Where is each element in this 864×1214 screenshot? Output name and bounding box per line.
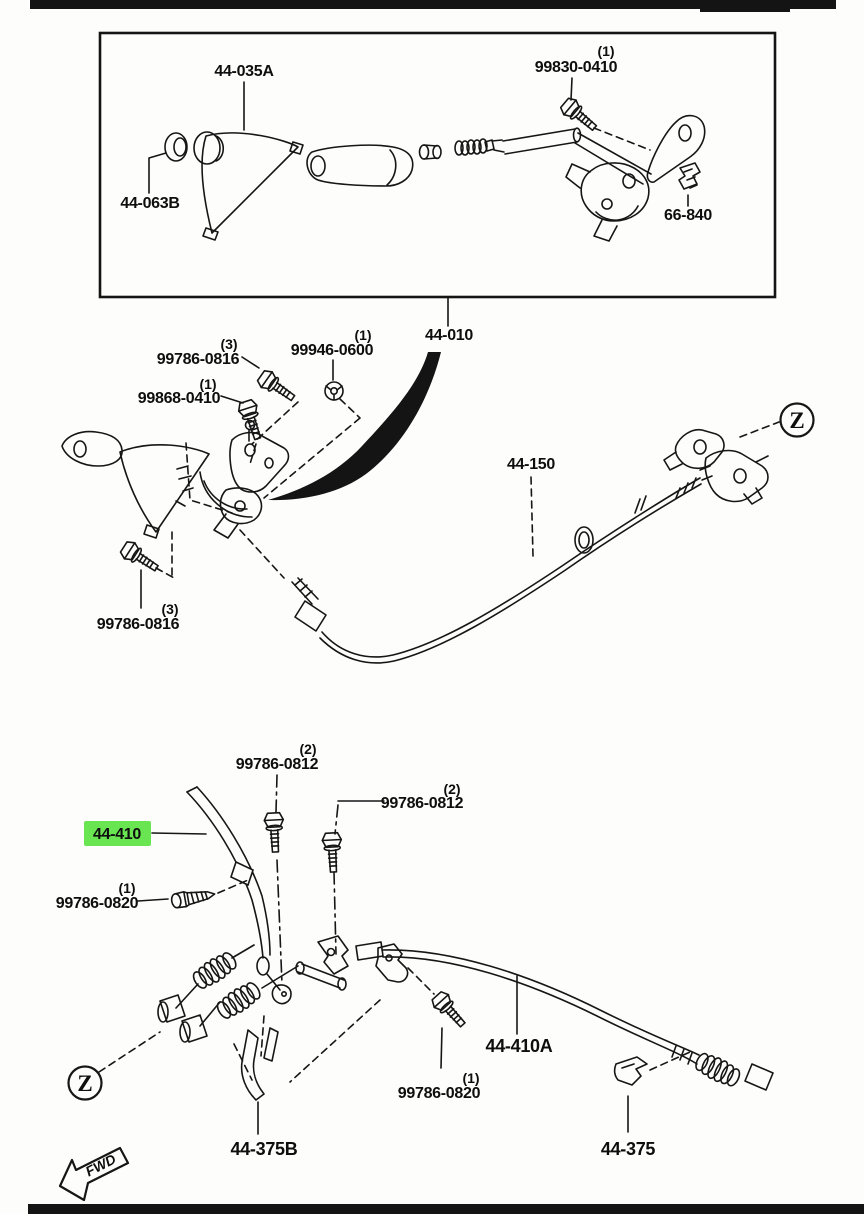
part-label: 44-010 [425, 327, 473, 344]
callout-99786-0812-second: (2) 99786-0812 [334, 781, 464, 835]
fit-line [217, 879, 249, 894]
callout-44-063B: 44-063B [120, 152, 180, 212]
callout-99830-0410: (1) 99830-0410 [535, 43, 618, 101]
screw-99786-0820-left [169, 885, 217, 910]
fit-line [333, 871, 337, 955]
callout-44-410A: 44-410A [486, 975, 553, 1056]
qty-label: (1) [354, 327, 371, 343]
qty-label: (1) [199, 376, 216, 392]
qty-label: (3) [161, 601, 178, 617]
part-label: 44-410A [486, 1036, 553, 1056]
highlight-box [84, 821, 151, 846]
callout-99786-0820-center: (1) 99786-0820 [398, 967, 481, 1102]
part-label: 99868-0410 [138, 390, 221, 407]
part-label: 44-150 [507, 456, 555, 473]
qty-label: (1) [118, 880, 135, 896]
callout-99786-0812-first: (2) 99786-0812 [236, 741, 319, 813]
callout-99946-0600: (1) 99946-0600 [291, 327, 374, 381]
fit-line [276, 859, 283, 985]
fwd-direction-arrow: FWD [58, 1146, 130, 1202]
callout-99786-0816-upper: (3) 99786-0816 [157, 336, 260, 369]
nut-99946-0600 [324, 381, 344, 401]
swoosh-leader [268, 352, 441, 501]
bolt-99786-0816-upper [254, 367, 300, 407]
part-drawing-cable-44-410 [186, 786, 292, 1005]
callout-44-035A: 44-035A [214, 63, 275, 131]
part-label-highlighted: 44-410 [93, 826, 141, 843]
part-drawing-cable-adjusters [157, 944, 299, 1043]
part-label: 99786-0820 [56, 895, 139, 912]
part-drawing-body-bracket [663, 428, 769, 505]
part-label: 99786-0816 [157, 351, 240, 368]
callout-44-375B: 44-375B [231, 999, 381, 1159]
callout-66-840: 66-840 [664, 194, 713, 224]
z-marker-label: Z [77, 1071, 92, 1096]
part-label: 99946-0600 [291, 342, 374, 359]
callout-44-410-highlighted[interactable]: 44-410 [84, 821, 207, 846]
part-label: 44-063B [120, 195, 179, 212]
part-label: 99786-0812 [236, 756, 319, 773]
callout-99786-0816-lower: (3) 99786-0816 [97, 531, 180, 633]
part-label: 66-840 [664, 207, 712, 224]
qty-label: (1) [597, 43, 614, 59]
part-label: 44-035A [214, 63, 274, 80]
fit-line [263, 398, 361, 499]
qty-label: (1) [462, 1070, 479, 1086]
qty-label: (3) [220, 336, 237, 352]
scan-artifact-top-bar [30, 0, 836, 12]
section-marker-z-top: Z [739, 402, 815, 438]
part-label: 99786-0816 [97, 616, 180, 633]
part-drawing-equalizer [295, 935, 409, 991]
scan-artifact-bottom-bar [28, 1204, 864, 1214]
part-drawing-cable-44-410A [355, 941, 774, 1091]
callout-44-375: 44-375 [601, 1051, 691, 1159]
bolt-99786-0812-second [321, 831, 344, 874]
callout-99786-0820-left: (1) 99786-0820 [56, 880, 169, 912]
callout-44-010: 44-010 [425, 297, 474, 344]
part-drawing-lever-installed [61, 419, 290, 539]
part-label: 44-375B [231, 1139, 298, 1159]
part-label: 99786-0820 [398, 1085, 481, 1102]
section-marker-z-bottom: Z [67, 1031, 161, 1101]
z-marker-label: Z [789, 408, 804, 433]
callout-44-150: 44-150 [507, 456, 556, 557]
part-label: 99786-0812 [381, 795, 464, 812]
bolt-99786-0812-first [263, 811, 286, 854]
qty-label: (2) [443, 781, 460, 797]
fwd-label: FWD [83, 1151, 119, 1180]
callout-99868-0410: (1) 99868-0410 [138, 376, 244, 407]
part-drawing-lever-assembly-exploded [164, 94, 706, 242]
part-label: 99830-0410 [535, 59, 618, 76]
inset-box [98, 31, 777, 299]
qty-label: (2) [299, 741, 316, 757]
part-label: 44-375 [601, 1139, 656, 1159]
